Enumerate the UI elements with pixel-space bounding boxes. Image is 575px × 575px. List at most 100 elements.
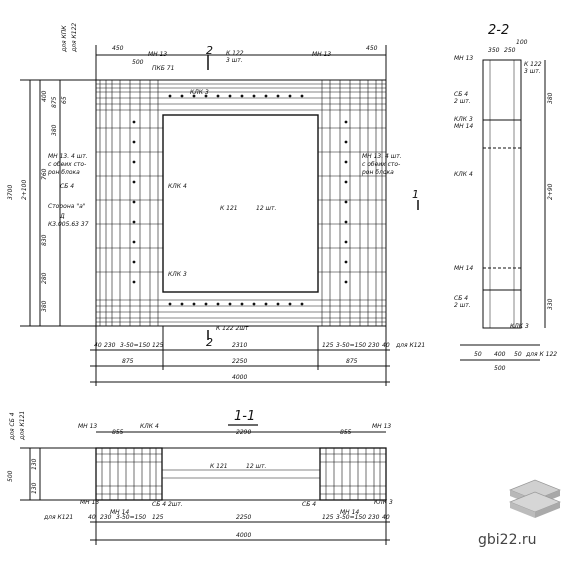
plan-view (20, 45, 419, 386)
rebar-dot (264, 94, 268, 98)
section11-rebars (96, 448, 386, 500)
section11-top-label: КЛК 4 (140, 423, 159, 430)
rebar-dot (132, 120, 136, 124)
section-1-1 (20, 424, 390, 545)
section22-bottom-dim: 400 (494, 351, 506, 358)
section22-label: МН 14 (454, 265, 473, 272)
plan-left-dim: 280 (41, 272, 48, 284)
plan-horizontal-rebars (96, 83, 386, 323)
plan-dim: 3-50=150 (120, 342, 150, 349)
section22-texts: 2-2 350 250 100 МН 13 К 122 3 шт. СБ 4 2… (454, 23, 557, 372)
plan-left-dim: 380 (51, 124, 58, 136)
rebar-dot (132, 280, 136, 284)
plan-top-dim: 450 (366, 45, 378, 52)
rebar-dot (344, 120, 348, 124)
section22-label: 2 шт. (454, 302, 471, 309)
plan-dim: 2250 (232, 358, 247, 365)
rebar-dot (344, 180, 348, 184)
plan-right-label: с обеих сто- (362, 161, 400, 168)
section11-dim: 4000 (236, 532, 251, 539)
plan-opening (162, 114, 319, 293)
plan-inner-label: рон блока (47, 169, 80, 176)
plan-inner-label: с обеих сто- (48, 161, 86, 168)
plan-inner-label: КЛК 3 (168, 271, 187, 278)
section11-dims-label: для К121 (43, 514, 73, 521)
section22-label: СБ 4 (454, 295, 468, 302)
section11-inner-label: К 121 (210, 463, 228, 470)
plan-left-dim: 760 (41, 168, 48, 180)
section11-left-label: для К121 (19, 411, 26, 441)
plan-left-dim: 380 (41, 300, 48, 312)
section11-left-dim: 130 (31, 482, 38, 494)
plan-left-side-label: для КПК (61, 25, 68, 53)
section22-label: для К 122 (525, 351, 557, 358)
plan-inner-label: Сторона "а" (48, 203, 86, 210)
plan-dim: 40 (382, 342, 390, 349)
section22-bottom-dim: 50 (474, 351, 482, 358)
section11-inner-label: КЛК 3 (374, 499, 393, 506)
plan-left-dim: 875 (51, 96, 58, 108)
section11-dim: 230 (368, 514, 380, 521)
plan-dim: 230 (368, 342, 380, 349)
rebar-dot (344, 260, 348, 264)
section11-left-label: для СБ 4 (9, 412, 16, 441)
rebar-dot (288, 94, 292, 98)
section11-texts: 1-1 МН 13 855 КЛК 4 2290 855 МН 13 для С… (7, 409, 393, 539)
section22-right-dim: 2+90 (547, 183, 554, 200)
rebar-dot (300, 94, 304, 98)
section11-inner-label: СБ 4 (302, 501, 316, 508)
rebar-dot (300, 302, 304, 306)
rebar-dot (132, 180, 136, 184)
plan-dim: для К121 (395, 342, 425, 349)
section11-dim: 3-50=150 (116, 514, 146, 521)
section11-left-dim: 500 (7, 470, 14, 482)
section11-left-dim: 130 (31, 458, 38, 470)
section11-inner-label: МН 14 (110, 509, 129, 516)
section22-label: КЛК 4 (454, 171, 473, 178)
section11-dim: 2250 (236, 514, 251, 521)
section22-right-dim: 330 (547, 298, 554, 310)
plan-inner-label: КЛК 3 (190, 89, 209, 96)
rebar-dot (344, 160, 348, 164)
watermark-text: gbi22.ru (478, 532, 537, 548)
rebar-dot (132, 160, 136, 164)
section22-bottom-dim: 50 (514, 351, 522, 358)
plan-right-label: рон блока (361, 169, 394, 176)
section11-dim: 125 (322, 514, 334, 521)
plan-top-dim: 500 (132, 59, 144, 66)
rebar-dot (228, 302, 232, 306)
rebar-dot (192, 94, 196, 98)
rebar-dot (216, 302, 220, 306)
plan-dim: 2310 (232, 342, 247, 349)
plan-top-dim: 450 (112, 45, 124, 52)
rebar-dot (168, 94, 172, 98)
plan-inner-label: К3.005.63 37 (48, 221, 89, 228)
plan-left-total: 2+100 (21, 180, 28, 200)
plan-outline (95, 79, 387, 327)
plan-dim: 3-50=150 (336, 342, 366, 349)
section11-dim: 230 (100, 514, 112, 521)
section11-outline (95, 447, 387, 501)
section-2-2 (460, 59, 546, 361)
plan-section-mark: 2 (206, 44, 213, 57)
section11-inner-label: МН 13 (80, 499, 99, 506)
section22-title: 2-2 (488, 23, 509, 38)
plan-top-label: К 122 (226, 50, 244, 57)
section11-top-label: МН 13 (78, 423, 97, 430)
plan-dim: 875 (122, 358, 134, 365)
plan-section-mark: 1 (412, 188, 419, 201)
rebar-dot (132, 220, 136, 224)
rebar-dot (252, 302, 256, 306)
rebar-dot (228, 94, 232, 98)
plan-inner-label: К 121 (220, 205, 238, 212)
plan-section-mark: 2 (206, 336, 213, 349)
rebar-dot (216, 94, 220, 98)
section11-title: 1-1 (234, 409, 255, 424)
section22-label: К 122 (524, 61, 542, 68)
rebar-dot (288, 302, 292, 306)
section22-label: СБ 4 (454, 91, 468, 98)
rebar-dot (264, 302, 268, 306)
section22-label: 2 шт. (454, 98, 471, 105)
rebar-dot (276, 302, 280, 306)
rebar-dot (192, 302, 196, 306)
